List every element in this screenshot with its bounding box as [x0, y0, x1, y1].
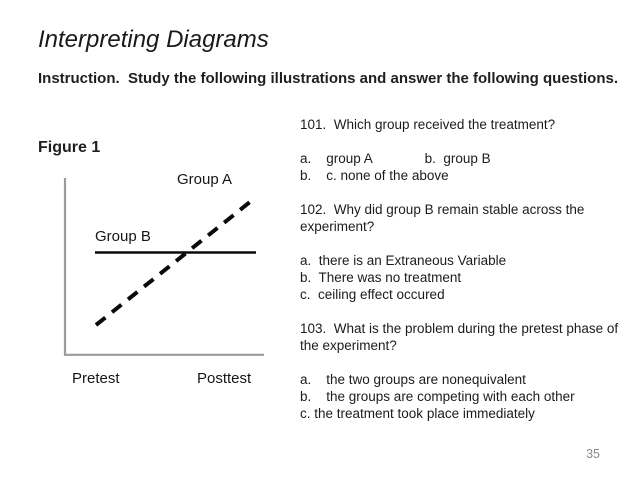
figure-caption: Figure 1: [38, 139, 101, 156]
figure-chart: Group A Group B Pretest Posttest: [63, 171, 264, 387]
group-b-series-label: Group B: [95, 228, 151, 245]
question-101-text: 101. Which group received the treatment?: [300, 117, 556, 132]
x-axis-label-posttest: Posttest: [197, 370, 252, 387]
chart-canvas: [63, 178, 264, 356]
question-103-options: a. the two groups are nonequivalent b. t…: [300, 372, 575, 421]
instruction-text: Instruction. Study the following illustr…: [38, 70, 619, 87]
axes-lines: [63, 178, 264, 356]
question-102-text: 102. Why did group B remain stable acros…: [300, 202, 585, 234]
question-102-options: a. there is an Extraneous Variable b. Th…: [300, 253, 507, 302]
slide-page-number: 35: [586, 447, 600, 461]
group-a-series-label: Group A: [177, 171, 233, 188]
questions-column: 101. Which group received the treatment?…: [300, 116, 635, 439]
x-axis-label-pretest: Pretest: [72, 370, 120, 387]
question-103-text: 103. What is the problem during the pret…: [300, 321, 619, 353]
page-title: Interpreting Diagrams: [38, 26, 269, 53]
question-101-options: a. group A b. group B b. c. none of the …: [300, 151, 491, 183]
group-a-line: [94, 200, 252, 327]
